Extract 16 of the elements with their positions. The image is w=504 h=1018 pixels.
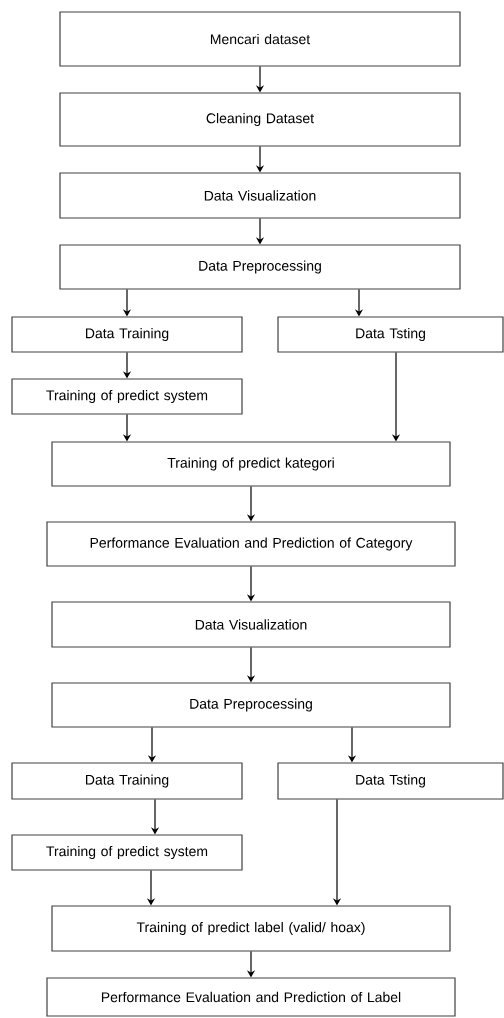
- process-box: Data Training: [11, 316, 243, 353]
- process-box: Training of predict system: [11, 378, 243, 415]
- process-box: Mencari dataset: [59, 11, 461, 67]
- process-box: Data Preprocessing: [51, 682, 451, 728]
- process-box: Training of predict label (valid/ hoax): [51, 905, 451, 952]
- process-box: Data Tsting: [277, 316, 504, 353]
- process-box: Data Tsting: [277, 762, 504, 800]
- process-box: Cleaning Dataset: [59, 92, 461, 147]
- process-box: Performance Evaluation and Prediction of Label: [46, 977, 456, 1017]
- process-box: Data Visualization: [51, 601, 451, 648]
- process-box: Data Preprocessing: [59, 244, 461, 290]
- process-box: Data Training: [11, 762, 243, 800]
- process-box: Performance Evaluation and Prediction of Category: [46, 521, 456, 567]
- process-box: Data Visualization: [59, 172, 461, 219]
- process-box: Training of predict system: [11, 834, 243, 871]
- process-box: Training of predict kategori: [51, 441, 451, 487]
